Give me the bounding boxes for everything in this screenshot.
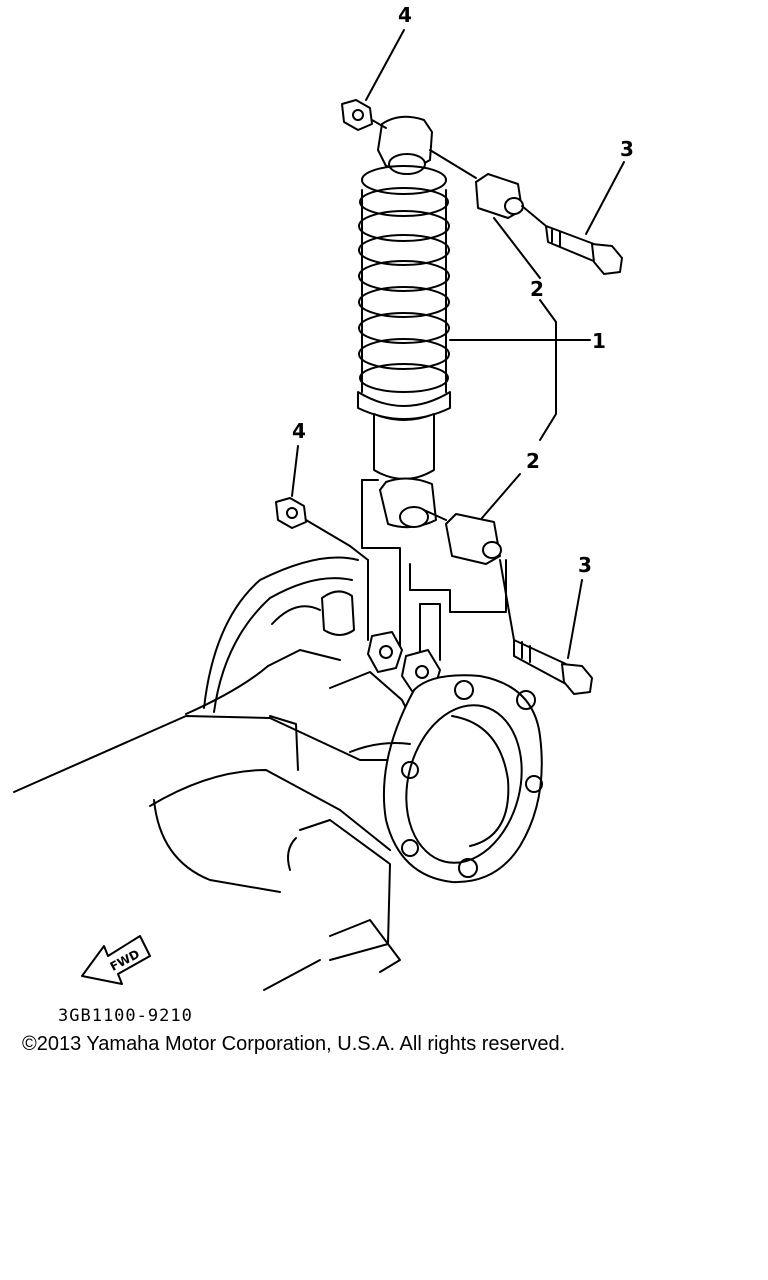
assembly-lines xyxy=(305,119,557,661)
bushing-lower xyxy=(445,513,502,565)
rear-suspension-diagram: FWD 4 3 2 1 2 4 3 xyxy=(13,3,634,991)
callout-1: 1 xyxy=(592,329,606,353)
spring-coils xyxy=(358,165,450,393)
callout-4-lower: 4 xyxy=(292,419,306,443)
nut-upper xyxy=(341,99,373,131)
bolt-upper xyxy=(545,225,623,275)
bushing-upper xyxy=(475,173,524,219)
copyright-notice: ©2013 Yamaha Motor Corporation, U.S.A. A… xyxy=(22,1033,566,1055)
callout-3-lower: 3 xyxy=(578,553,592,577)
bolt-lower xyxy=(513,639,593,695)
callout-3-upper: 3 xyxy=(620,137,634,161)
callout-4-upper: 4 xyxy=(398,3,412,27)
shock-absorber xyxy=(357,115,451,529)
callout-2-upper: 2 xyxy=(530,277,544,301)
drawing-code: 3GB1100-9210 xyxy=(58,1006,193,1026)
axle-housing xyxy=(13,556,543,991)
nut-lower xyxy=(275,497,307,529)
fwd-arrow: FWD xyxy=(81,935,151,985)
callout-2-lower: 2 xyxy=(526,449,540,473)
